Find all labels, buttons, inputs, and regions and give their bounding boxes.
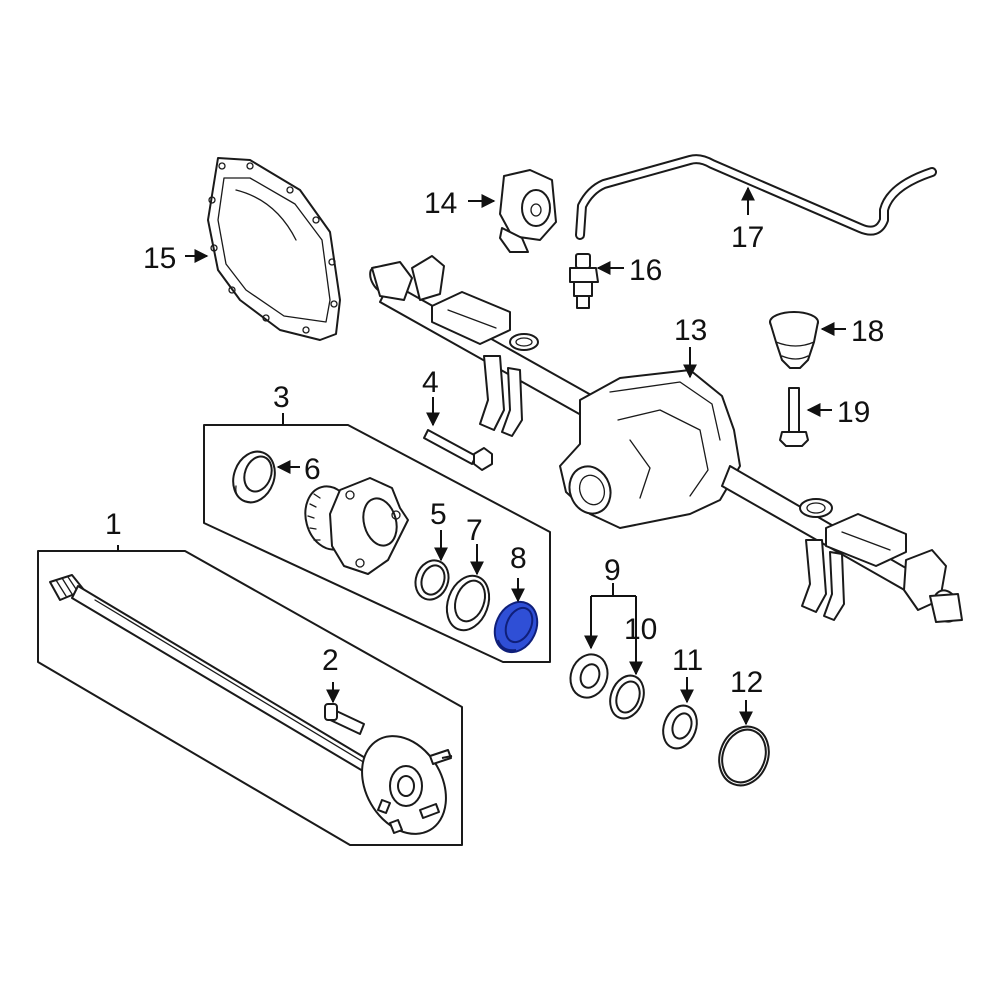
callout-2[interactable]: 2 [322, 644, 339, 677]
callout-18[interactable]: 18 [851, 315, 884, 348]
pinion-seal[interactable] [657, 701, 702, 753]
bolt[interactable] [423, 429, 493, 471]
vent-hose[interactable] [575, 154, 937, 240]
wheel-hub[interactable] [299, 477, 409, 575]
wheel-stud[interactable] [324, 703, 365, 735]
cover-bolt[interactable] [779, 387, 809, 447]
axle-shaft[interactable] [49, 574, 463, 849]
axle-seal-highlighted[interactable] [487, 595, 545, 659]
vent-fitting[interactable] [569, 253, 599, 309]
snap-ring[interactable] [410, 556, 454, 605]
callout-12[interactable]: 12 [730, 666, 763, 699]
callout-14[interactable]: 14 [424, 187, 457, 220]
bump-stop[interactable] [499, 169, 557, 253]
pinion-bearing-cup[interactable] [604, 671, 649, 723]
callout-9[interactable]: 9 [604, 554, 621, 587]
hub-bearing[interactable] [440, 570, 497, 636]
differential-cover[interactable] [207, 157, 341, 341]
callout-3[interactable]: 3 [273, 381, 290, 414]
callout-15[interactable]: 15 [143, 242, 176, 275]
o-ring[interactable] [711, 720, 777, 793]
callout-8[interactable]: 8 [510, 542, 527, 575]
pinion-bearing-cone[interactable] [565, 649, 614, 703]
callout-17[interactable]: 17 [731, 221, 764, 254]
callout-5[interactable]: 5 [430, 498, 447, 531]
callout-13[interactable]: 13 [674, 314, 707, 347]
callout-4[interactable]: 4 [422, 366, 439, 399]
callout-19[interactable]: 19 [837, 396, 870, 429]
callout-11[interactable]: 11 [672, 644, 703, 677]
axle-housing[interactable] [366, 255, 963, 625]
kit-box-1 [37, 550, 463, 846]
callout-1[interactable]: 1 [105, 508, 122, 541]
hub-seal[interactable] [226, 446, 281, 509]
kit-box-3 [203, 424, 551, 663]
fill-plug[interactable] [769, 311, 819, 369]
callout-7[interactable]: 7 [466, 514, 483, 547]
callout-6[interactable]: 6 [304, 453, 321, 486]
callout-10[interactable]: 10 [624, 613, 657, 646]
callout-16[interactable]: 16 [629, 254, 662, 287]
